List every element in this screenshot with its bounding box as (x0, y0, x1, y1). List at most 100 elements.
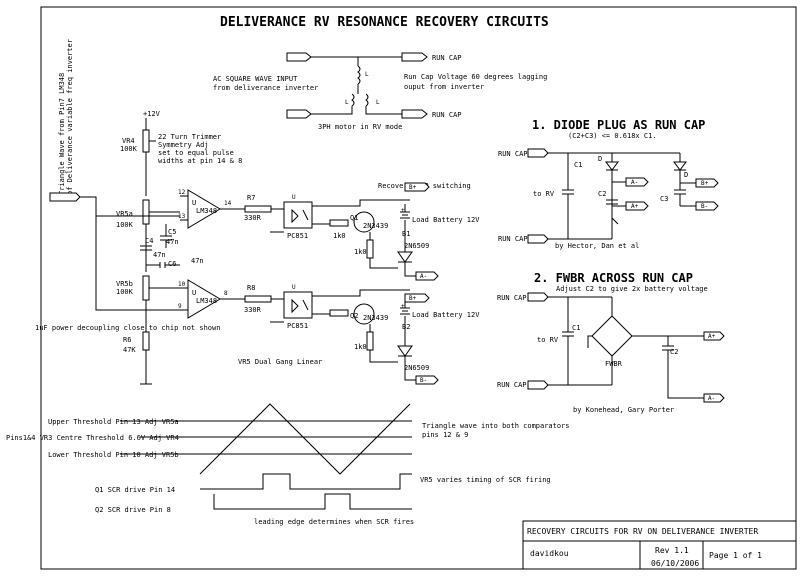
battery-1 (400, 204, 410, 219)
svg-text:B2: B2 (402, 323, 410, 331)
centre-threshold-label: Pins1&4 VR3 Centre Threshold 6.6V Adj VR… (6, 434, 179, 442)
r7-resistor (244, 205, 272, 213)
svg-text:to RV: to RV (533, 190, 555, 198)
q2-transistor (353, 303, 375, 325)
svg-text:VR5b: VR5b (116, 280, 133, 288)
channel2-bplus-port (404, 293, 430, 303)
s1-bminus-port (695, 201, 719, 211)
s2-aplus-port (703, 331, 725, 341)
vr5b-pot (142, 275, 150, 301)
comparator-u1 (187, 189, 221, 229)
svg-text:Q1: Q1 (350, 214, 358, 222)
s2-run-cap-top-port (527, 292, 549, 302)
input-wire (80, 196, 180, 311)
s2-run-cap-bottom-port (527, 380, 549, 390)
svg-text:47n: 47n (153, 251, 166, 259)
threshold-lines (120, 420, 412, 455)
svg-text:PC851: PC851 (287, 322, 308, 330)
r6-resistor (142, 331, 150, 351)
svg-text:C6: C6 (168, 260, 176, 268)
svg-text:12: 12 (178, 189, 186, 196)
motor-note: 3PH motor in RV mode (318, 123, 402, 131)
svg-text:8: 8 (224, 290, 228, 297)
svg-text:A+: A+ (708, 333, 716, 340)
svg-text:330R: 330R (244, 306, 262, 314)
svg-text:Load Battery 12V: Load Battery 12V (412, 311, 480, 319)
svg-text:100K: 100K (116, 221, 134, 229)
svg-text:2N3439: 2N3439 (363, 314, 388, 322)
run-cap-bottom-port (286, 109, 312, 119)
svg-text:C5: C5 (168, 228, 176, 236)
s2-c2-capacitor (662, 336, 704, 399)
run-cap-top-out-port (401, 52, 428, 62)
svg-text:VR4: VR4 (122, 137, 135, 145)
svg-text:VR5a: VR5a (116, 210, 133, 218)
comparator-u2 (187, 279, 221, 319)
q2-drive-wave (213, 493, 412, 510)
svg-text:U: U (192, 199, 196, 207)
sheet-border (40, 6, 797, 570)
c5-capacitor (160, 224, 172, 248)
motor-coil-3 (365, 93, 369, 107)
s1-bplus-port (695, 178, 719, 188)
motor-coil-2 (351, 93, 355, 107)
input-label-2: of Deliverance variable freq inverter (66, 39, 74, 195)
svg-text:U: U (192, 289, 196, 297)
opto-1 (283, 201, 313, 229)
title-block-rev: Rev 1.1 (655, 546, 689, 555)
section2-subtitle: Adjust C2 to give 2x battery voltage (556, 285, 708, 293)
svg-text:RUN CAP: RUN CAP (497, 381, 527, 389)
svg-text:C4: C4 (145, 237, 153, 245)
lag-note-2: ouput from inverter (404, 83, 484, 91)
section2-title: 2. FWBR ACROSS RUN CAP (534, 271, 693, 285)
svg-text:Symmetry Adj: Symmetry Adj (158, 141, 209, 149)
svg-text:B-: B- (701, 203, 708, 210)
section1-title: 1. DIODE PLUG AS RUN CAP (532, 118, 705, 132)
run-cap-top-label: RUN CAP (432, 54, 462, 62)
svg-text:A-: A- (420, 273, 427, 280)
s1-diode-1 (605, 153, 619, 176)
s2-c1-capacitor (562, 297, 574, 385)
section1-subtitle: (C2+C3) <= 0.618x C1. (568, 132, 657, 140)
svg-text:2N3439: 2N3439 (363, 222, 388, 230)
triangle-note-1: Triangle wave into both comparators (422, 422, 570, 430)
s1-c1-capacitor (562, 153, 574, 239)
q2-drive-label: Q2 SCR drive Pin 8 (95, 506, 171, 514)
s1-c3-capacitor (674, 189, 686, 206)
svg-text:100K: 100K (116, 288, 134, 296)
svg-text:1k0: 1k0 (354, 248, 367, 256)
battery-2 (400, 300, 410, 315)
svg-text:U: U (292, 284, 296, 291)
svg-text:B+: B+ (701, 180, 709, 187)
svg-text:R6: R6 (123, 336, 131, 344)
svg-text:B+: B+ (409, 184, 417, 191)
svg-text:A+: A+ (631, 203, 639, 210)
run-cap-top-port (286, 52, 312, 62)
channel2-bminus-port (415, 375, 439, 385)
title-block-date: 06/10/2006 (651, 559, 699, 568)
svg-text:LM348: LM348 (196, 297, 217, 305)
upper-threshold-label: Upper Threshold Pin 13 Adj VR5a (48, 418, 179, 426)
vr5-note: VR5 varies timing of SCR firing (420, 476, 551, 484)
s2-aminus-port (703, 393, 725, 403)
scr-1 (397, 251, 413, 263)
svg-text:to RV: to RV (537, 336, 559, 344)
svg-text:100K: 100K (120, 145, 138, 153)
svg-text:L: L (365, 71, 369, 78)
svg-text:R8: R8 (247, 284, 255, 292)
svg-text:2N6509: 2N6509 (404, 364, 429, 372)
svg-text:13: 13 (178, 213, 186, 220)
svg-text:D: D (598, 155, 602, 163)
triangle-note-2: pins 12 & 9 (422, 431, 468, 439)
scr-2 (397, 345, 413, 357)
s1-run-cap-top-port (527, 148, 549, 158)
vr4-trimmer (142, 129, 150, 153)
svg-text:PC851: PC851 (287, 232, 308, 240)
q1-transistor (353, 211, 375, 233)
lag-note-1: Run Cap Voltage 60 degrees lagging (404, 73, 547, 81)
supply-label: +12V (143, 110, 161, 118)
svg-text:10: 10 (178, 281, 186, 288)
q1-drive-wave (200, 473, 412, 490)
svg-text:R7: R7 (247, 194, 255, 202)
